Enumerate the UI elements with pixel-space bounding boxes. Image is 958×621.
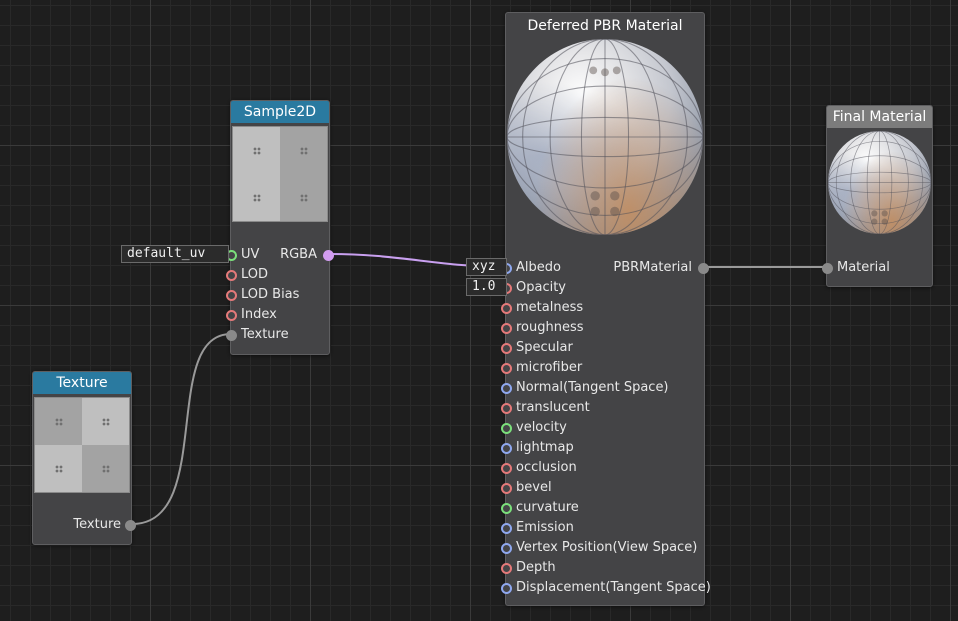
lightmap-input-pin[interactable] (501, 443, 512, 454)
microfiber-input-label: microfiber (516, 360, 583, 375)
bevel-input-label: bevel (516, 480, 552, 495)
translucent-input-pin[interactable] (501, 403, 512, 414)
pbr-node-title[interactable]: Deferred PBR Material (527, 18, 683, 34)
final-material-preview-sphere (828, 131, 931, 234)
texture-input-pin[interactable] (226, 330, 237, 341)
preview-tile (35, 398, 82, 445)
opacity-value-field[interactable]: 1.0 (466, 278, 507, 296)
vertex-position-view-space-input-label: Vertex Position(View Space) (516, 540, 698, 555)
roughness-input-label: roughness (516, 320, 584, 335)
lod-bias-input-label: LOD Bias (241, 287, 300, 302)
preview-tile (233, 174, 280, 221)
normal-tangent-space-input-label: Normal(Tangent Space) (516, 380, 669, 395)
curvature-input-pin[interactable] (501, 503, 512, 514)
texture-preview (34, 397, 130, 493)
preview-tile (280, 127, 327, 174)
velocity-input-label: velocity (516, 420, 567, 435)
emission-input-label: Emission (516, 520, 574, 535)
normal-tangent-space-input-pin[interactable] (501, 383, 512, 394)
rgba-output-pin[interactable] (323, 250, 334, 261)
vertex-position-view-space-input-pin[interactable] (501, 543, 512, 554)
preview-tile (35, 445, 82, 492)
emission-input-pin[interactable] (501, 523, 512, 534)
uv-input-label: UV (241, 247, 260, 262)
translucent-input-label: translucent (516, 400, 590, 415)
velocity-input-pin[interactable] (501, 423, 512, 434)
occlusion-input-label: occlusion (516, 460, 577, 475)
texture-output-row[interactable]: Texture (33, 515, 136, 535)
sample2d-node[interactable]: Sample2D UV RGBA LOD LOD Bias Index Text… (226, 100, 334, 355)
albedo-input-label: Albedo (516, 260, 561, 275)
depth-input-pin[interactable] (501, 563, 512, 574)
material-input-label: Material (837, 260, 890, 275)
albedo-value-field[interactable]: xyz (466, 258, 507, 276)
texture-node-title[interactable]: Texture (33, 372, 131, 394)
lod-input-pin[interactable] (226, 270, 237, 281)
lod-input-label: LOD (241, 267, 269, 282)
specular-input-label: Specular (516, 340, 573, 355)
displacement-tangent-space-input-pin[interactable] (501, 583, 512, 594)
wire-texture-to-sample2d[interactable] (131, 333, 232, 525)
index-input-pin[interactable] (226, 310, 237, 321)
lod-bias-input-pin[interactable] (226, 290, 237, 301)
texture-node[interactable]: Texture Texture (32, 371, 136, 545)
rgba-output-label: RGBA (280, 247, 317, 262)
curvature-input-label: curvature (516, 500, 579, 515)
sample2d-input-uv[interactable]: UV RGBA (226, 245, 334, 265)
texture-output-pin[interactable] (125, 520, 136, 531)
opacity-input-label: Opacity (516, 280, 567, 295)
preview-tile (280, 174, 327, 221)
microfiber-input-pin[interactable] (501, 363, 512, 374)
displacement-tangent-space-input-label: Displacement(Tangent Space) (516, 580, 711, 595)
texture-input-label: Texture (241, 327, 289, 342)
sample2d-texture-preview (232, 126, 328, 222)
pbr-output-pin[interactable] (698, 263, 709, 274)
preview-tile (233, 127, 280, 174)
preview-tile (82, 398, 129, 445)
preview-tile (82, 445, 129, 492)
sample2d-node-title[interactable]: Sample2D (231, 101, 329, 123)
index-input-label: Index (241, 307, 277, 322)
specular-input-pin[interactable] (501, 343, 512, 354)
roughness-input-pin[interactable] (501, 323, 512, 334)
bevel-input-pin[interactable] (501, 483, 512, 494)
final-material-title[interactable]: Final Material (827, 106, 932, 128)
pbr-output-label: PBRMaterial (613, 260, 692, 275)
pbr-material-node[interactable]: Deferred PBR Material PBRMaterial Albedo (501, 12, 711, 606)
final-material-node[interactable]: Final Material Material (822, 105, 933, 287)
texture-output-label: Texture (73, 517, 121, 532)
metalness-input-pin[interactable] (501, 303, 512, 314)
pbr-material-preview-sphere (507, 39, 703, 235)
material-input-pin[interactable] (822, 263, 833, 274)
depth-input-label: Depth (516, 560, 556, 575)
uv-default-field[interactable]: default_uv (121, 245, 229, 263)
lightmap-input-label: lightmap (516, 440, 574, 455)
metalness-input-label: metalness (516, 300, 584, 315)
occlusion-input-pin[interactable] (501, 463, 512, 474)
